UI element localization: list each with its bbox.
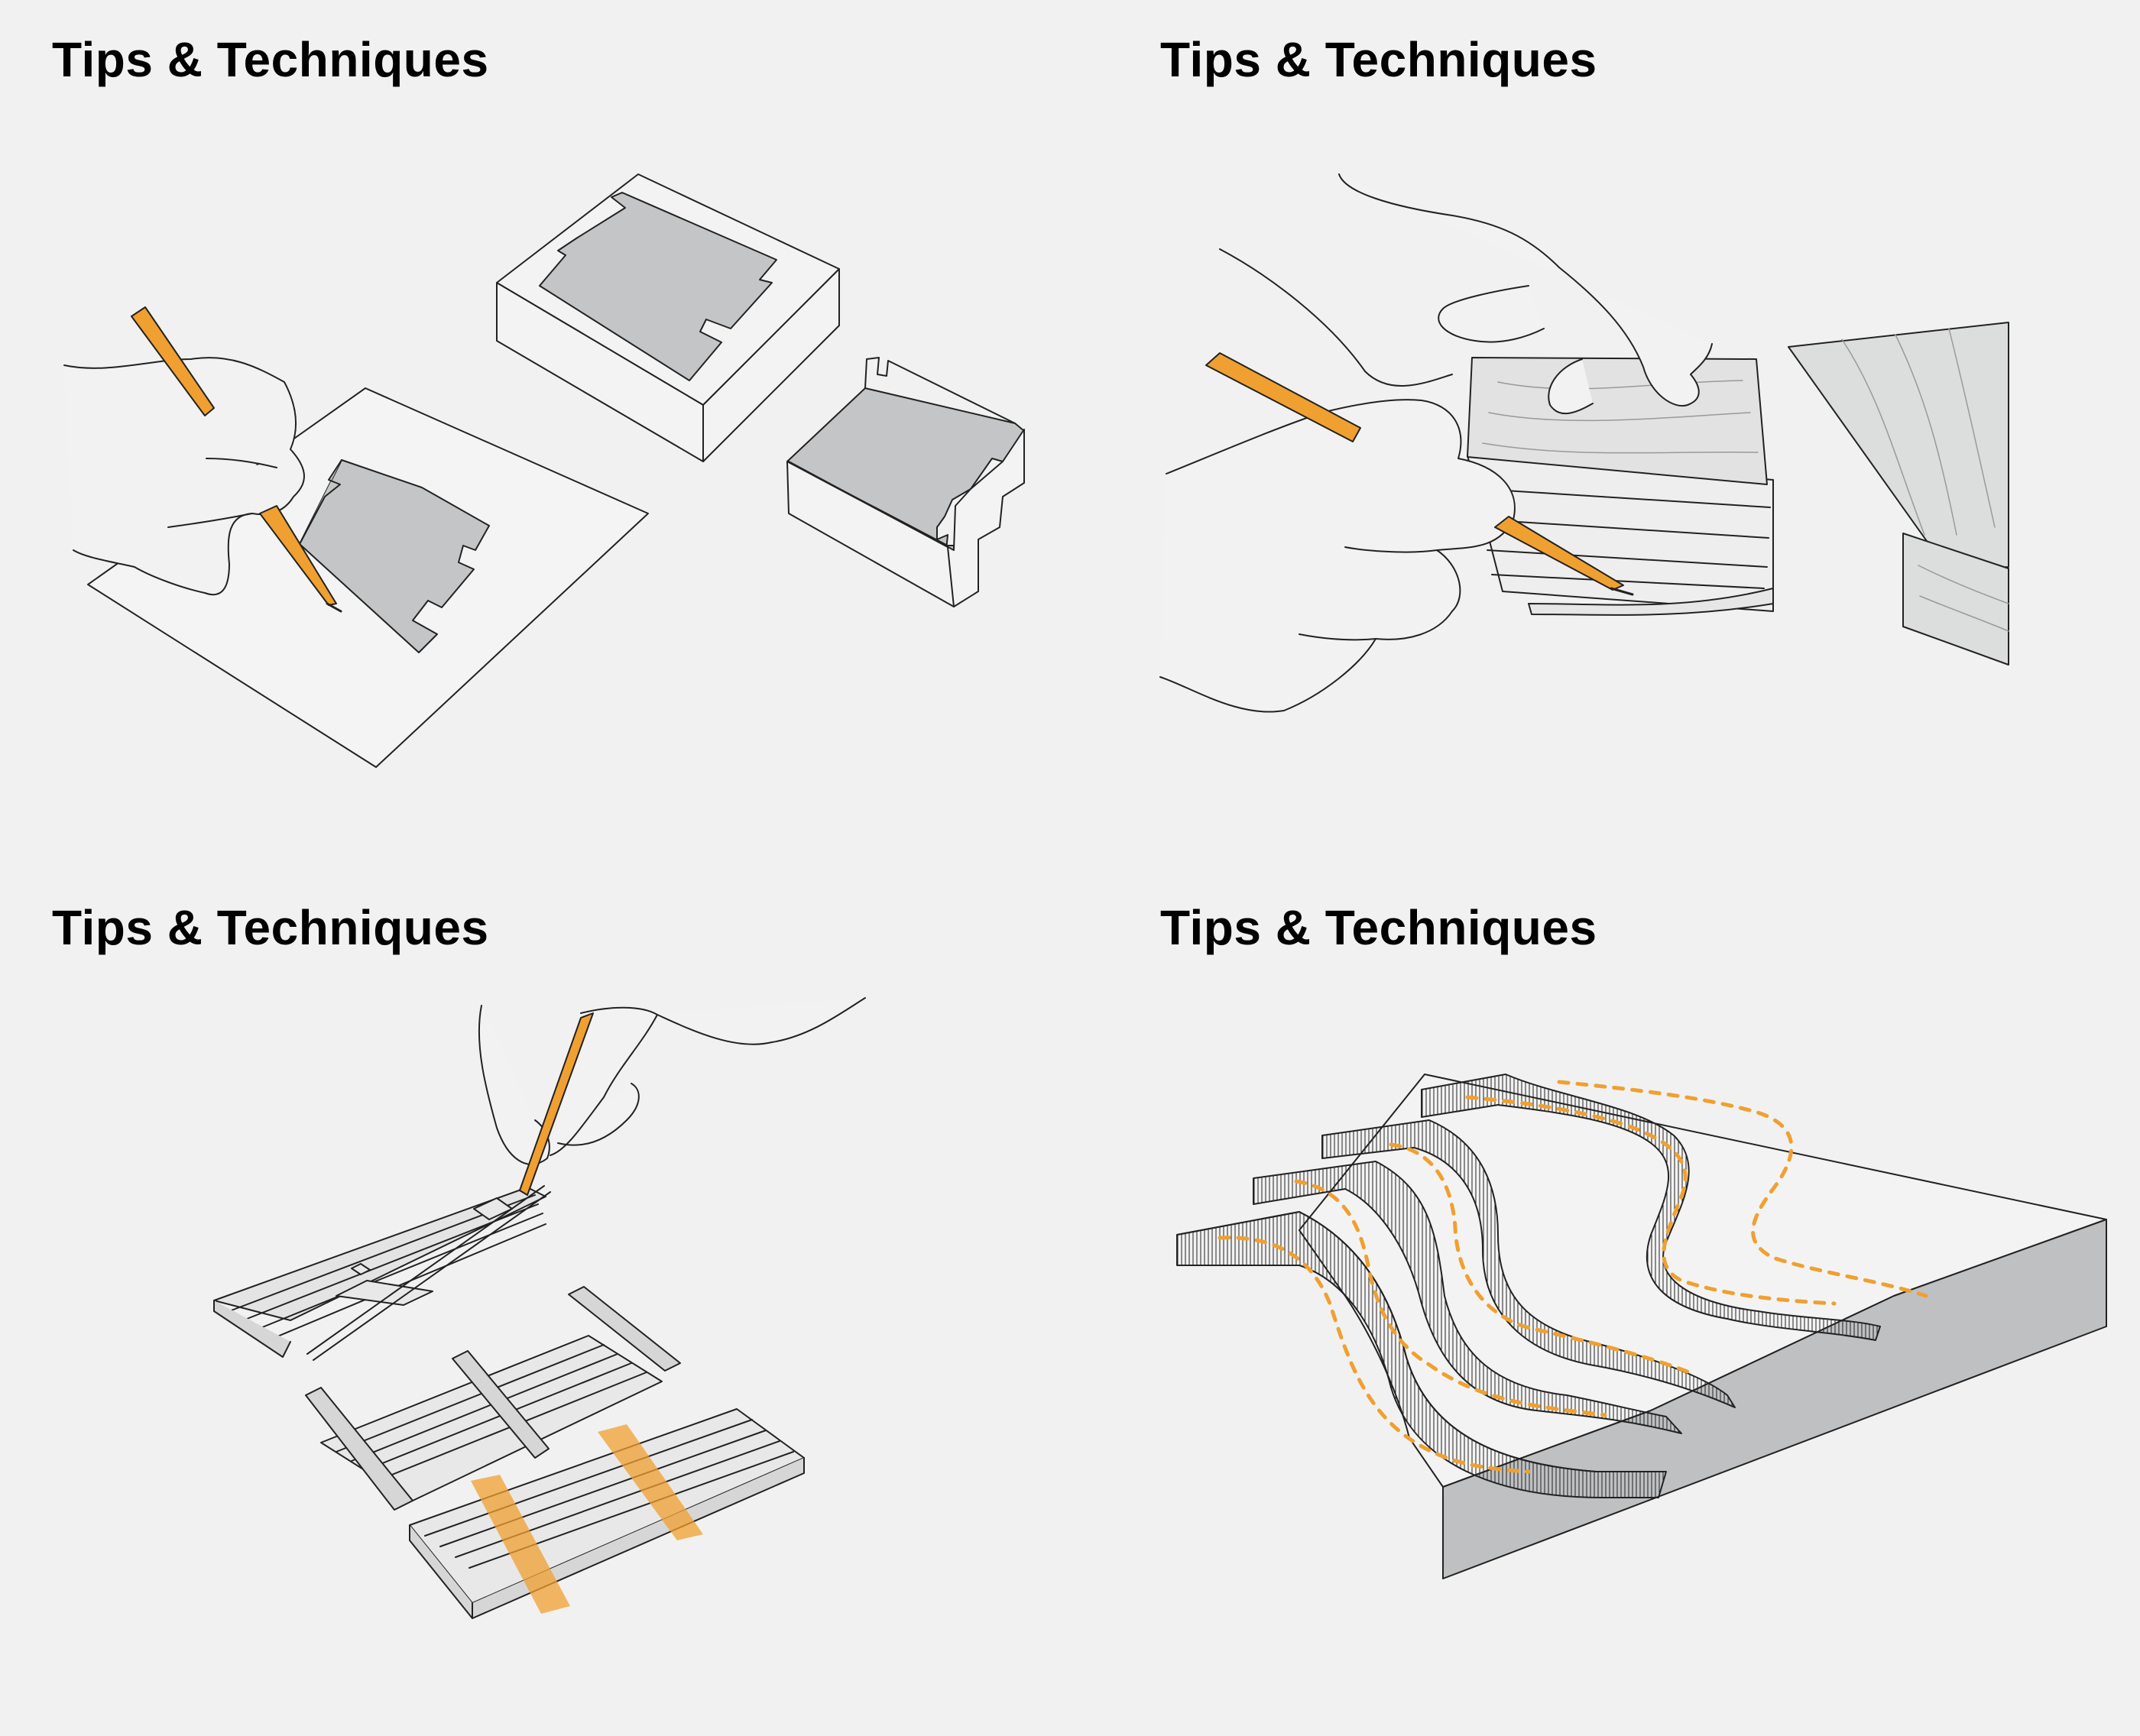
box-recess (539, 192, 777, 381)
template-shape (299, 459, 490, 653)
hand-outline (63, 357, 305, 596)
panel-title: Tips & Techniques (52, 900, 489, 955)
contour-line-dashed (1294, 1179, 1607, 1417)
contour-layer-2 (1253, 1161, 1682, 1434)
contour-line-dashed (1557, 1080, 1928, 1298)
panel-title: Tips & Techniques (1160, 900, 1597, 955)
template-cutting-illustration (0, 0, 1070, 868)
veneer-cutting-illustration (1070, 0, 2140, 868)
tape-piece (598, 1424, 703, 1540)
panel-veneer-cutting: Tips & Techniques (1070, 0, 2140, 868)
contour-layer-3 (1321, 1119, 1736, 1408)
contour-model-illustration (1070, 868, 2140, 1736)
craft-knife (1205, 352, 1361, 442)
panel-template-cutting: Tips & Techniques (0, 0, 1070, 868)
strip-bundles-illustration (0, 868, 1070, 1736)
craft-knife (131, 306, 215, 416)
veneer-sheet (1788, 322, 2009, 571)
panel-contour-model: Tips & Techniques (1070, 868, 2140, 1736)
panel-title: Tips & Techniques (52, 32, 489, 87)
panel-title: Tips & Techniques (1160, 32, 1597, 87)
contour-line-dashed (1389, 1142, 1691, 1375)
lower-hand (1159, 399, 1516, 713)
box-right-face (702, 268, 840, 462)
panel-strip-bundles: Tips & Techniques (0, 868, 1070, 1736)
contour-line-dashed (1218, 1236, 1531, 1474)
contour-line-dashed (1465, 1095, 1837, 1306)
contour-layer-4 (1421, 1074, 1881, 1341)
upper-hand (1338, 173, 1713, 415)
tape-piece (471, 1475, 570, 1614)
craft-knife (519, 1012, 594, 1196)
